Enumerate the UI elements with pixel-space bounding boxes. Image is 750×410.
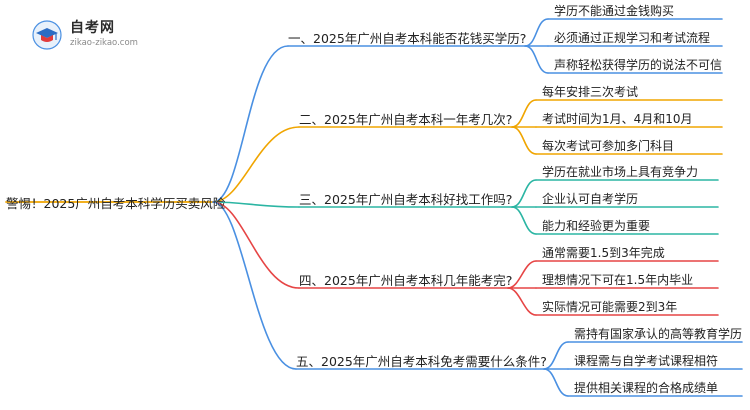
root-node[interactable]: 警惕！2025广州自考本科学历买卖风险 xyxy=(6,196,226,211)
branch-connector-5 xyxy=(212,201,297,370)
site-logo[interactable]: 自考网 zikao-zikao.com xyxy=(32,16,142,54)
branch-1-leaf-3[interactable]: 声称轻松获得学历的说法不可信 xyxy=(554,58,723,72)
branch-5-leaf-2[interactable]: 课程需与自学考试课程相符 xyxy=(574,354,719,368)
graduation-cap-icon xyxy=(32,20,62,50)
branch-connector-3 xyxy=(212,201,300,208)
branch-4-leaf-2[interactable]: 理想情况下可在1.5年内毕业 xyxy=(542,273,694,287)
branch-3-leaf-2[interactable]: 企业认可自考学历 xyxy=(542,192,639,206)
branch-question-3[interactable]: 三、2025年广州自考本科好找工作吗? xyxy=(299,192,513,207)
branch-question-2[interactable]: 二、2025年广州自考本科一年考几次? xyxy=(299,112,513,127)
branch-3-leaf-3[interactable]: 能力和经验更为重要 xyxy=(542,219,651,233)
logo-subtitle: zikao-zikao.com xyxy=(70,38,138,48)
branch-5-leaf-1[interactable]: 需持有国家承认的高等教育学历 xyxy=(574,327,743,341)
branch-question-5[interactable]: 五、2025年广州自考本科免考需要什么条件? xyxy=(296,354,547,369)
logo-title: 自考网 xyxy=(70,20,115,36)
branch-4-leaf-1[interactable]: 通常需要1.5到3年完成 xyxy=(542,246,665,260)
branch-5-leaf-3[interactable]: 提供相关课程的合格成绩单 xyxy=(574,381,719,395)
leaf-connector-1-1 xyxy=(524,18,549,47)
branch-2-leaf-1[interactable]: 每年安排三次考试 xyxy=(542,85,639,99)
branch-connector-1 xyxy=(212,45,289,203)
branch-1-leaf-1[interactable]: 学历不能通过金钱购买 xyxy=(554,4,675,18)
branch-2-leaf-2[interactable]: 考试时间为1月、4月和10月 xyxy=(542,112,693,126)
branch-4-leaf-3[interactable]: 实际情况可能需要2到3年 xyxy=(542,300,678,314)
leaf-connector-3-3 xyxy=(511,206,537,235)
branch-question-1[interactable]: 一、2025年广州自考本科能否花钱买学历? xyxy=(288,31,527,46)
leaf-connector-2-3 xyxy=(511,126,537,155)
branch-connector-4 xyxy=(212,201,300,289)
leaf-connector-1-3 xyxy=(524,45,549,74)
branch-question-4[interactable]: 四、2025年广州自考本科几年能考完? xyxy=(299,273,513,288)
leaf-connector-4-3 xyxy=(507,287,537,316)
branch-3-leaf-1[interactable]: 学历在就业市场上具有竞争力 xyxy=(542,165,699,179)
leaf-connector-5-1 xyxy=(543,341,569,370)
branch-connector-2 xyxy=(212,126,300,203)
branch-1-leaf-2[interactable]: 必须通过正规学习和考试流程 xyxy=(554,31,711,45)
leaf-connector-3-1 xyxy=(511,179,537,208)
leaf-connector-5-3 xyxy=(543,368,569,397)
leaf-connector-2-1 xyxy=(511,99,537,128)
branch-2-leaf-3[interactable]: 每次考试可参加多门科目 xyxy=(542,139,675,153)
